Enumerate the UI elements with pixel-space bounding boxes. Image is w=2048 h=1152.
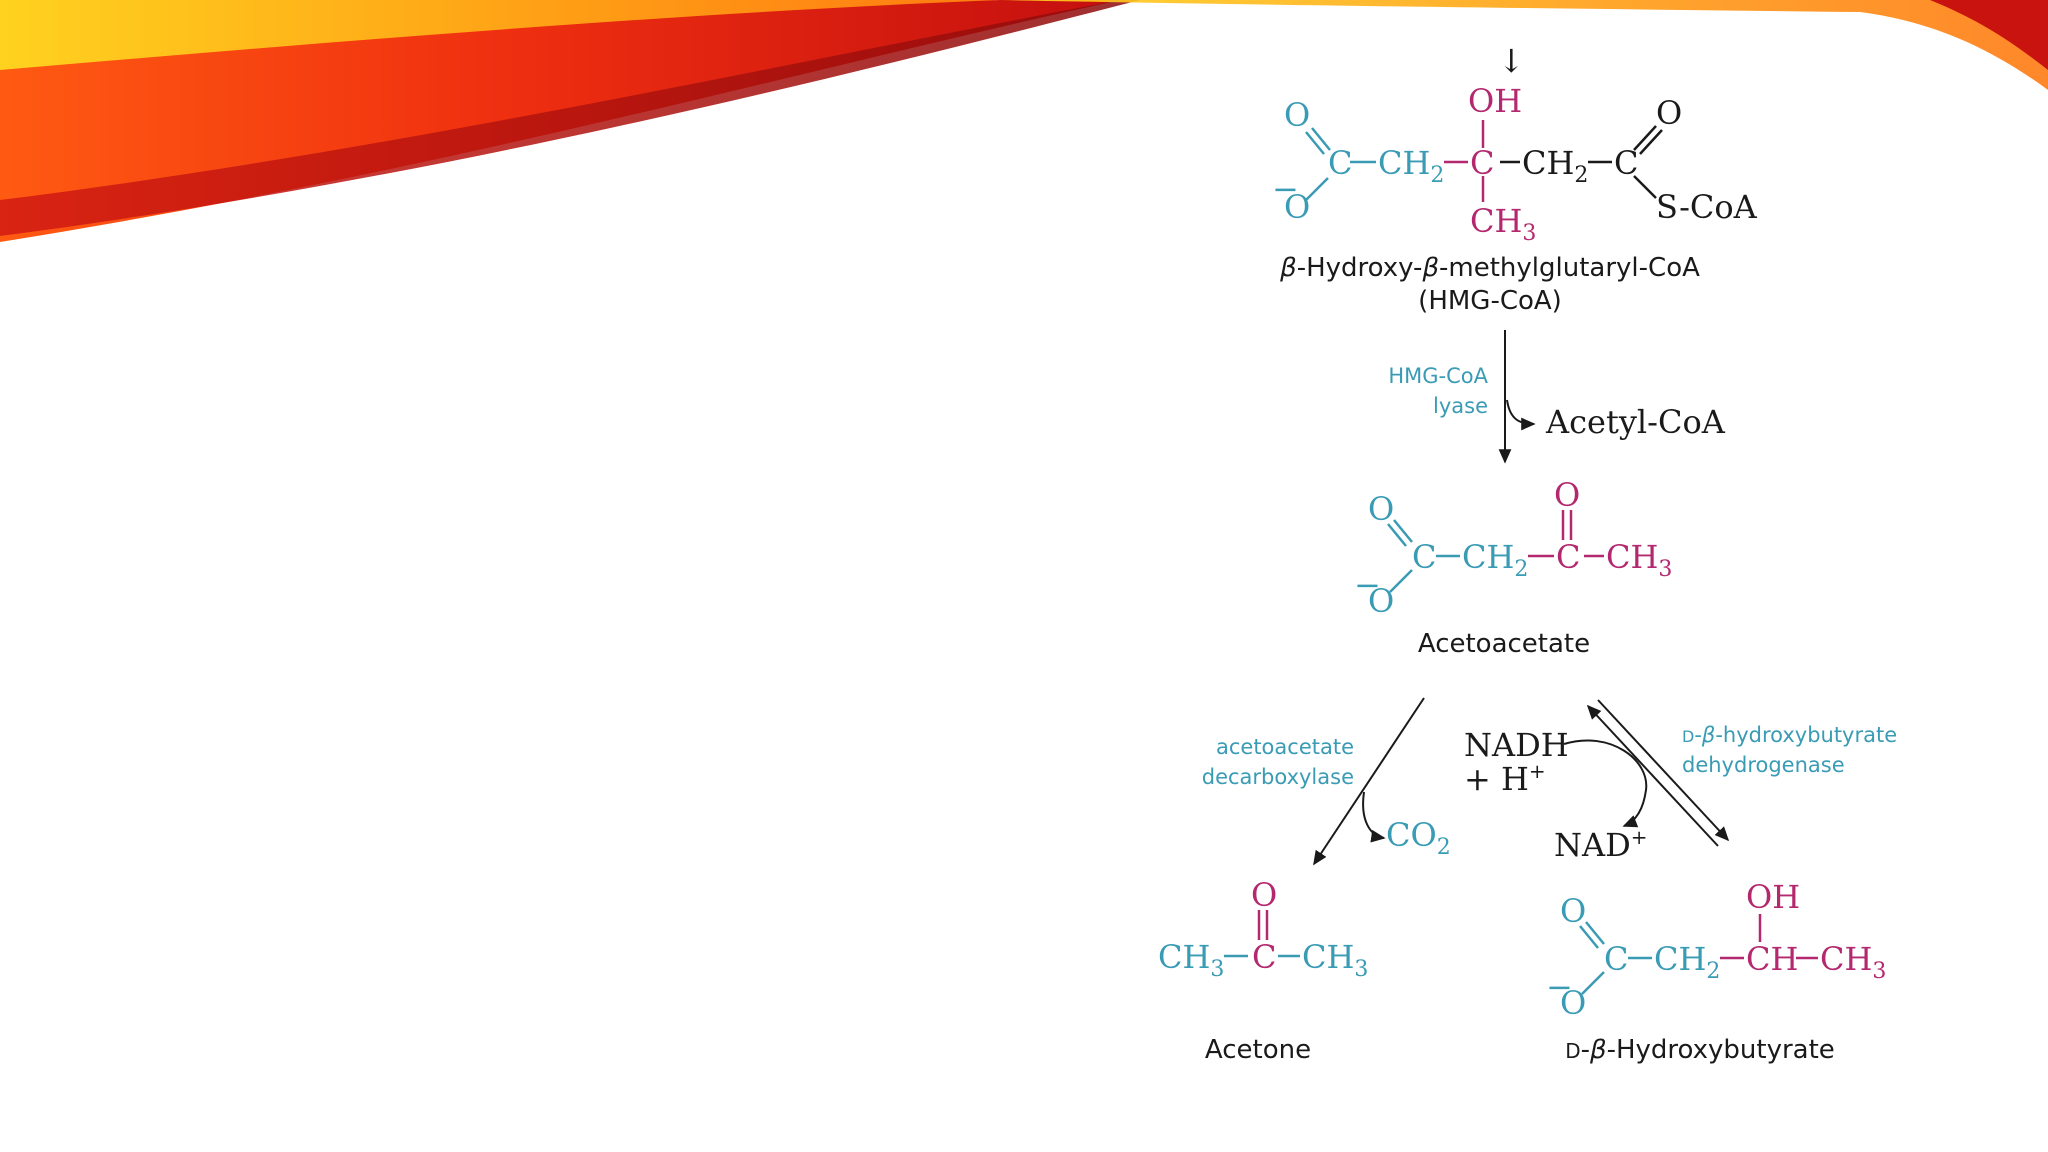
hmg-oh: OH [1468, 82, 1522, 120]
nadh-label: NADH [1464, 726, 1569, 764]
hb-ch: CH [1746, 940, 1798, 978]
acac-o-top: O [1368, 490, 1394, 528]
co2-product: CO2 [1386, 816, 1451, 860]
banner-band-dark [0, 0, 1140, 236]
small-top-arrow-icon: ↓ [1498, 42, 1525, 80]
acetone-ch3-right: CH3 [1302, 938, 1368, 982]
h-plus-label: + H+ [1464, 759, 1546, 798]
acac-o-keto: O [1554, 476, 1580, 514]
decarboxylase-line1: acetoacetate [1216, 735, 1354, 759]
acetoacetate-name: Acetoacetate [1418, 629, 1590, 659]
dehydrogenase-reverse-arrow [1586, 704, 1719, 847]
lyase-enzyme-line1: HMG-CoA [1388, 364, 1488, 388]
hmg-coa-structure: ↓ O − O C CH2 OH C CH3 [1272, 42, 1758, 316]
acetone-c: C [1252, 938, 1276, 976]
acetone-o: O [1251, 876, 1277, 914]
banner-band-right [1000, 0, 2048, 90]
lyase-enzyme-line2: lyase [1433, 394, 1488, 418]
hmg-ch2-a: CH2 [1378, 144, 1444, 188]
acac-ch2: CH2 [1462, 538, 1528, 582]
hmg-o-minus: O [1284, 188, 1310, 226]
nadh-to-nad-arrow [1563, 739, 1648, 828]
step-branches: acetoacetate decarboxylase CO2 NADH + H+… [1202, 697, 1897, 866]
acetone-ch3-left: CH3 [1158, 938, 1224, 982]
acac-c-keto: C [1556, 538, 1580, 576]
hb-c1: C [1604, 940, 1628, 978]
acac-ch3: CH3 [1606, 538, 1672, 582]
hb-o-minus: O [1560, 984, 1586, 1022]
nad-plus-label: NAD+ [1554, 825, 1648, 864]
hb-o-charge: − [1546, 968, 1573, 1006]
hmg-coa-abbrev: (HMG-CoA) [1418, 286, 1562, 316]
hb-ch2: CH2 [1654, 940, 1720, 984]
dehydrogenase-forward-arrow [1597, 699, 1730, 842]
hmg-o-charge: − [1272, 170, 1299, 208]
dehydrogenase-line2: dehydrogenase [1682, 753, 1845, 777]
acac-c1: C [1412, 538, 1436, 576]
decorative-banner [0, 0, 2048, 242]
acetone-structure: CH3 O C CH3 Acetone [1158, 876, 1368, 1065]
acetone-name: Acetone [1205, 1035, 1311, 1065]
hmg-c-thio: C [1614, 144, 1638, 182]
acac-o-charge: − [1354, 566, 1381, 604]
step-lyase: HMG-CoA lyase Acetyl-CoA [1388, 330, 1726, 464]
hmg-c-center: C [1470, 144, 1494, 182]
hmg-ch2-b: CH2 [1522, 144, 1588, 188]
hmg-o-thio: O [1656, 94, 1682, 132]
hmg-o-top: O [1284, 96, 1310, 134]
hmg-coa-name: β-Hydroxy-β-methylglutaryl-CoA [1279, 253, 1700, 283]
decarboxylase-arrow [1313, 697, 1425, 866]
acac-o-minus: O [1368, 582, 1394, 620]
hmg-ch3: CH3 [1470, 202, 1536, 246]
acetyl-coa-product: Acetyl-CoA [1545, 403, 1726, 441]
decarboxylase-line2: decarboxylase [1202, 765, 1354, 789]
hb-oh: OH [1746, 878, 1800, 916]
banner-band-yellow [0, 0, 1000, 95]
hmg-c1: C [1328, 144, 1352, 182]
dehydrogenase-line1: D-β-hydroxybutyrate [1682, 723, 1897, 747]
acetoacetate-structure: O − O C CH2 O C CH3 Acetoacetate [1354, 476, 1672, 659]
banner-band-right-red [1930, 0, 2048, 70]
co2-release-arrow [1362, 791, 1386, 843]
acetyl-coa-release-arrow [1506, 399, 1536, 431]
hydroxybutyrate-structure: O − O C CH2 OH CH CH3 D-β-Hydroxybutyrat… [1546, 878, 1886, 1065]
hmg-scoa: S-CoA [1656, 188, 1758, 226]
hb-o-top: O [1560, 892, 1586, 930]
hb-ch3: CH3 [1820, 940, 1886, 984]
hydroxybutyrate-name: D-β-Hydroxybutyrate [1565, 1035, 1835, 1065]
